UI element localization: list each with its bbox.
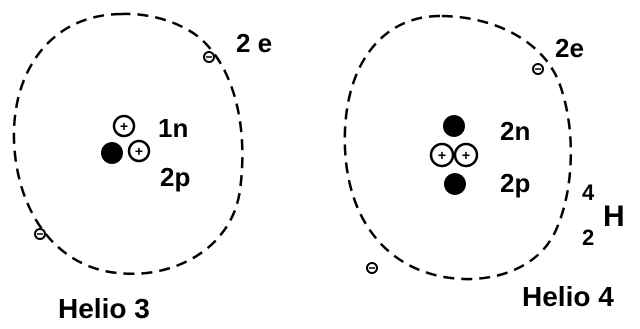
proton-sign: + [135,143,143,159]
electrons-label: 2e [555,33,584,63]
neutron-particle [101,142,123,164]
element-symbol: H [603,200,625,233]
helium-4-atom: + + 2e 2n 2p Helio 4 4 2 H [345,16,625,312]
proton-sign: + [120,118,128,134]
helium-4-nucleus: + + [431,115,477,195]
neutron-particle [443,115,465,137]
isotope-notation: 4 2 H [582,180,625,250]
helium-3-atom: + + 2 e 1n 2p Helio 3 [14,14,272,324]
proton-sign: + [438,147,446,163]
protons-label: 2p [160,162,190,192]
proton-sign: + [462,147,470,163]
neutrons-label: 1n [158,113,188,143]
helium-3-nucleus: + + [101,116,149,164]
mass-number: 4 [582,180,595,205]
neutron-particle [444,173,466,195]
atom-name: Helio 3 [58,293,150,324]
protons-label: 2p [500,168,530,198]
neutrons-label: 2n [500,116,530,146]
electrons-label: 2 e [236,28,272,58]
atomic-number: 2 [582,225,594,250]
atom-name: Helio 4 [522,281,614,312]
